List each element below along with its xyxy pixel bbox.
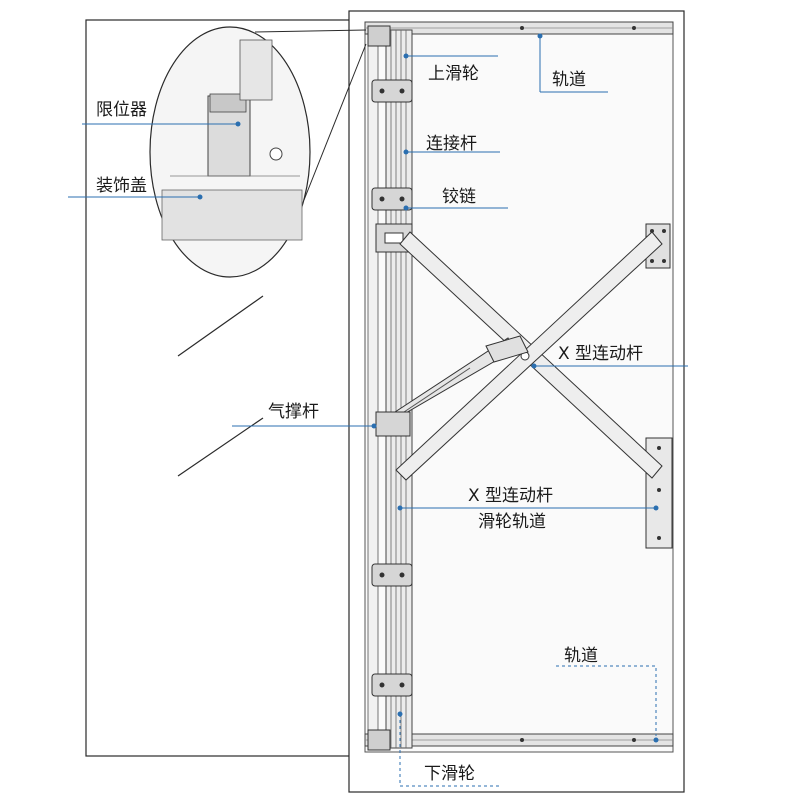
door-reflection-line-2 [177, 417, 264, 477]
label-track-bottom: 轨道 [564, 646, 598, 666]
gas-strut [375, 335, 529, 437]
label-hinge: 铰链 [442, 187, 476, 207]
top-track [364, 21, 674, 35]
label-x-linkage-rod: X 型连动杆 [558, 344, 644, 364]
label-decorative-cover: 装饰盖 [96, 176, 147, 196]
label-lower-pulley: 下滑轮 [424, 764, 475, 784]
bottom-track [364, 733, 674, 747]
connecting-rod-bundle [367, 29, 413, 749]
hinge-1 [371, 79, 413, 103]
label-upper-pulley: 上滑轮 [428, 64, 479, 84]
label-track-top: 轨道 [552, 70, 586, 90]
label-limiter: 限位器 [96, 100, 147, 120]
hinge-3 [371, 563, 413, 587]
door-reflection-line-1 [177, 295, 264, 357]
label-x-linkage-pulley-track-1: X 型连动杆 [468, 486, 554, 506]
hinge-2 [371, 187, 413, 211]
label-gas-strut: 气撑杆 [268, 402, 319, 422]
detail-magnifier [149, 26, 367, 278]
upper-pulley-block [367, 25, 391, 47]
hinge-4 [371, 673, 413, 697]
label-connecting-rod: 连接杆 [426, 134, 477, 154]
leader-dots [197, 33, 659, 743]
lower-pulley-block [367, 729, 391, 751]
leader-lines [68, 36, 688, 787]
label-x-linkage-pulley-track-2: 滑轮轨道 [478, 512, 546, 532]
